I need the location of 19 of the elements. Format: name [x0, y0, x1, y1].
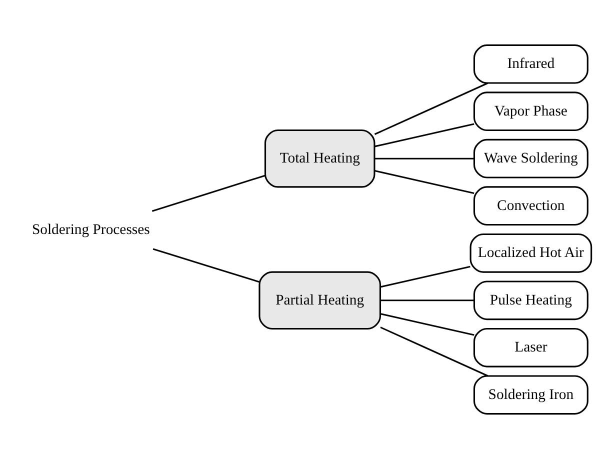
node-box: Wave Soldering — [473, 138, 588, 178]
connector — [374, 123, 474, 148]
node-box: Pulse Heating — [473, 280, 588, 320]
connector — [374, 170, 474, 194]
connector — [380, 313, 474, 336]
node-text: Soldering Processes — [32, 222, 150, 238]
node-box: Total Heating — [264, 129, 376, 188]
connector — [152, 174, 266, 212]
node-box: Infrared — [473, 44, 588, 84]
node-box: Soldering Iron — [473, 375, 588, 415]
node-box: Convection — [473, 186, 588, 226]
connector — [374, 158, 474, 160]
node-box: Vapor Phase — [473, 92, 588, 132]
node-box: Localized Hot Air — [470, 233, 592, 273]
connector — [380, 300, 474, 302]
connector — [152, 248, 260, 283]
connector — [380, 266, 470, 288]
node-box: Partial Heating — [258, 271, 382, 330]
node-box: Laser — [473, 328, 588, 368]
